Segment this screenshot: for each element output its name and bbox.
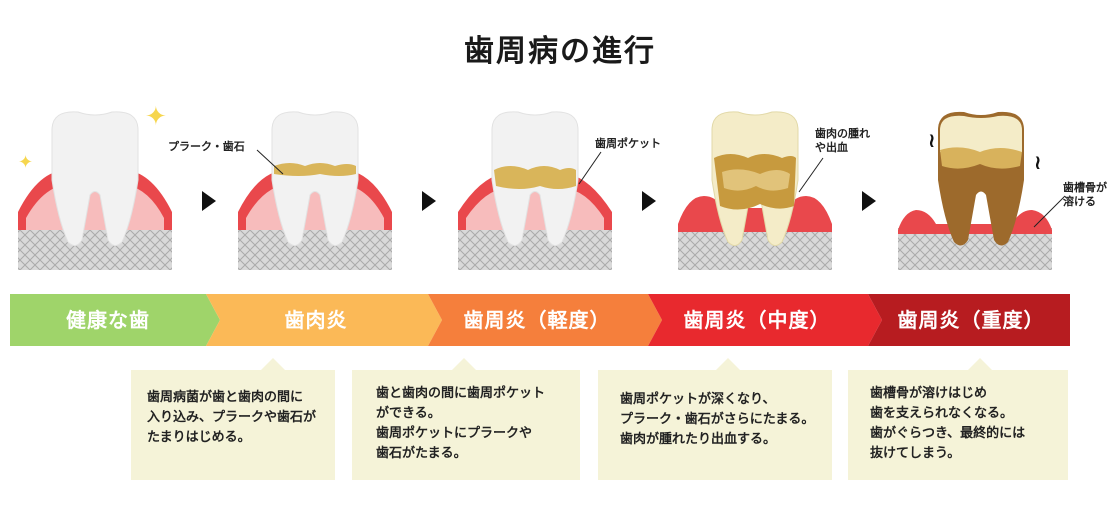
- stage-segment-severe: [868, 294, 1070, 346]
- plaque: [274, 163, 356, 176]
- bone-area: [18, 228, 172, 270]
- stage-band: [10, 294, 1070, 346]
- stage-label-moderate: 歯周炎（中度）: [683, 308, 831, 332]
- sparkle-icon: ✦: [18, 152, 34, 173]
- tooth-severe-illustration: [898, 111, 1052, 270]
- wobble-icon: ≀: [928, 128, 936, 152]
- arrow-right-icon: [202, 191, 216, 211]
- stage-segment-healthy: [10, 294, 220, 346]
- page-title: 歯周病の進行: [464, 34, 656, 69]
- stage-segment-mild: [428, 294, 662, 346]
- description-gingivitis: 歯周病菌が歯と歯肉の間に 入り込み、プラークや歯石が たまりはじめる。: [131, 358, 335, 480]
- callout-line: [578, 151, 602, 185]
- wobble-icon: ≀: [1034, 150, 1042, 174]
- description-moderate: 歯周ポケットが深くなり、 プラーク・歯石がさらにたまる。 歯肉が腫れたり出血する…: [598, 358, 832, 480]
- stage-label-healthy: 健康な歯: [66, 308, 150, 332]
- sparkle-icon: ✦: [145, 102, 167, 132]
- stage-label-severe: 歯周炎（重度）: [897, 308, 1045, 332]
- stage-segment-gingivitis: [206, 294, 442, 346]
- tooth-mild-illustration: [458, 111, 612, 270]
- stage-label-gingivitis: 歯肉炎: [284, 308, 348, 332]
- arrow-right-icon: [422, 191, 436, 211]
- bone-callout: 歯槽骨が 溶ける: [1063, 181, 1107, 208]
- stage-label-mild: 歯周炎（軽度）: [463, 308, 611, 332]
- arrow-right-icon: [862, 191, 876, 211]
- tooth: [51, 111, 139, 246]
- tooth-healthy-illustration: [18, 111, 172, 270]
- description-mild: 歯と歯肉の間に歯周ポケット ができる。 歯周ポケットにプラークや 歯石がたまる。: [352, 358, 580, 480]
- swelling-callout: 歯肉の腫れ や出血: [815, 127, 870, 154]
- callout-line: [798, 157, 824, 193]
- tooth-gingivitis-illustration: [238, 111, 392, 270]
- callout-line: [256, 149, 284, 175]
- plaque-callout: プラーク・歯石: [168, 140, 245, 153]
- description-severe: 歯槽骨が溶けはじめ 歯を支えられなくなる。 歯がぐらつき、最終的には 抜けてしま…: [848, 358, 1068, 480]
- callout-line: [1033, 196, 1065, 228]
- pocket-callout: 歯周ポケット: [595, 137, 661, 150]
- arrow-right-icon: [642, 191, 656, 211]
- stage-segment-moderate: [648, 294, 882, 346]
- tooth-moderate-illustration: [678, 111, 832, 270]
